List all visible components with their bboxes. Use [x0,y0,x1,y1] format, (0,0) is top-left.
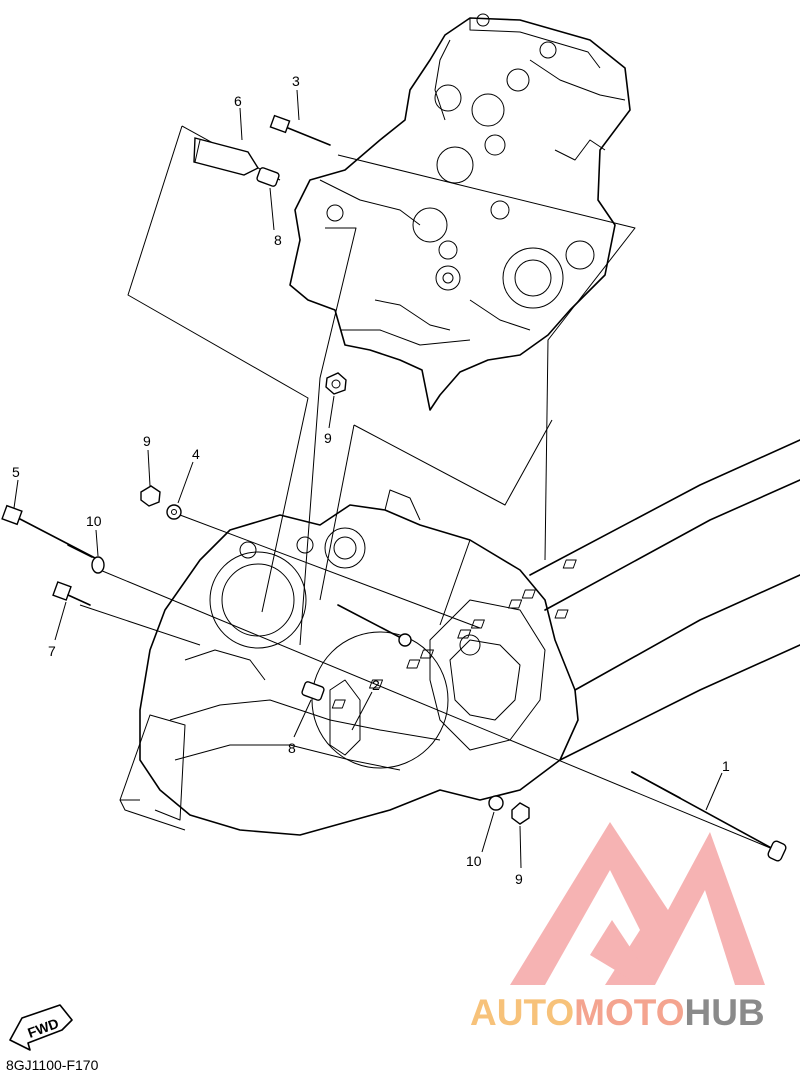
callout-9-lower: 9 [515,871,523,887]
watermark-logo [510,822,765,985]
callout-8-lower: 8 [288,740,296,756]
engine-block [289,13,631,411]
callout-9-engine: 9 [324,430,332,446]
reference-outline-left [127,125,357,646]
part-3-bolt [269,114,331,146]
part-1-through-bolt [631,771,787,862]
part-8-collar-upper [256,167,280,187]
part-9-nut-left [140,485,161,507]
part-8-collar-lower [301,681,325,701]
track-rail [331,439,800,761]
part-6-spacer [193,137,260,176]
part-10-washer-left [91,556,105,574]
part-9-nut-engine [325,372,347,395]
callout-6: 6 [234,93,242,109]
callout-10-lower: 10 [466,853,482,869]
fwd-arrow-icon: FWD [9,1004,73,1051]
watermark-part3: HUB [684,992,765,1033]
callout-7: 7 [48,643,56,659]
callout-8-upper: 8 [274,232,282,248]
reference-outline-right [319,154,636,626]
callout-leaders [13,89,723,869]
watermark-brand: AUTOMOTOHUB [470,992,765,1034]
callout-10-left: 10 [86,513,102,529]
frame-assembly [119,489,579,836]
callout-3: 3 [292,73,300,89]
part-9-nut-lower [511,802,530,825]
callout-9-left: 9 [143,433,151,449]
part-5-long-bolt [1,504,96,559]
diagram-code: 8GJ1100-F170 [6,1057,99,1073]
part-2-shaft [337,604,412,647]
watermark-part2: MOTO [574,992,685,1033]
part-7-bolt [52,581,91,606]
callout-4: 4 [192,446,200,462]
callout-5: 5 [12,464,20,480]
part-10-washer-lower [488,795,504,811]
callout-1: 1 [722,758,730,774]
watermark-part1: AUTO [470,992,575,1033]
part-4-washer [166,504,182,520]
callout-2: 2 [372,677,380,693]
